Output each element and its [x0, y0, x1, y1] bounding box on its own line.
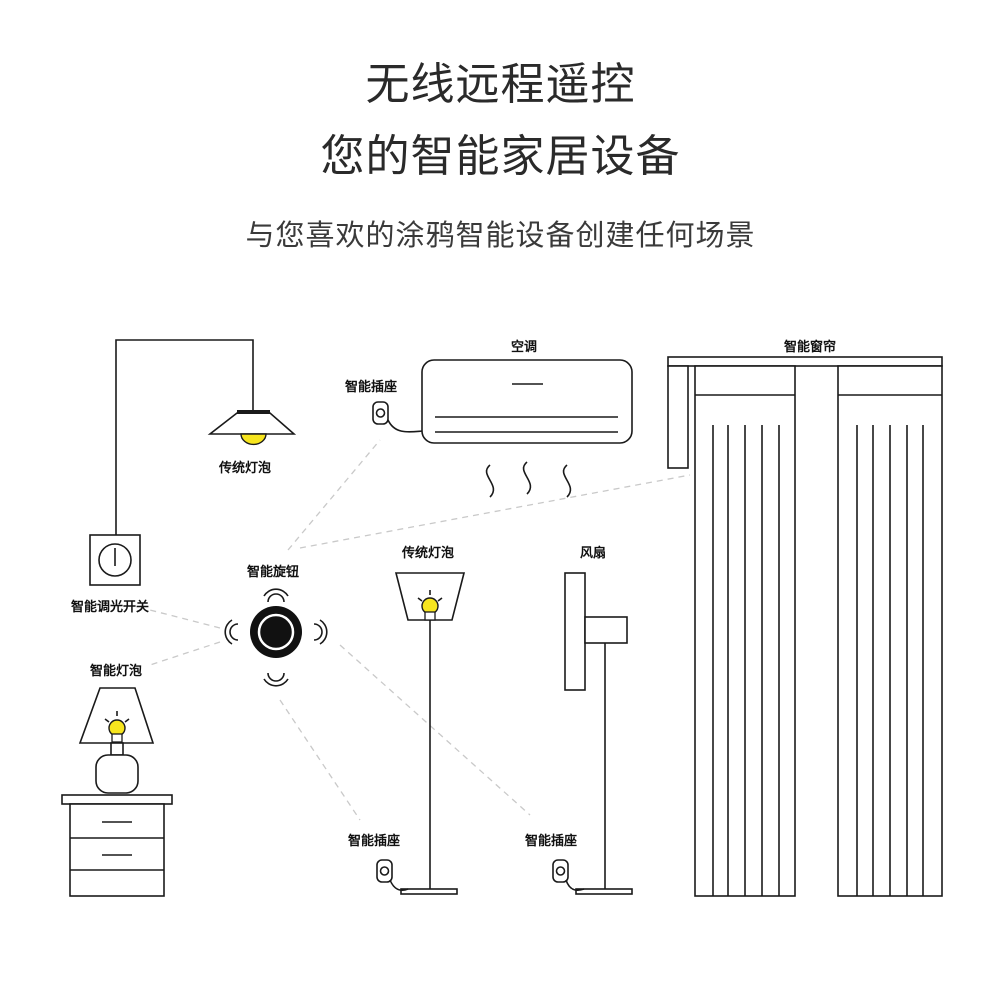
title-line-1: 无线远程遥控 — [365, 59, 636, 110]
label-smart-knob: 智能旋钮 — [247, 565, 300, 580]
subtitle: 与您喜欢的涂鸦智能设备创建任何场景 — [245, 218, 756, 252]
air-conditioner-icon — [421, 359, 633, 498]
pendant-lamp — [115, 339, 297, 535]
label-smart-bulb: 智能灯泡 — [90, 664, 143, 679]
smart-knob-icon — [224, 588, 328, 687]
label-traditional-bulb-floor: 传统灯泡 — [402, 546, 455, 561]
label-smart-plug-fan: 智能插座 — [525, 834, 578, 849]
nightstand-icon — [61, 794, 173, 897]
signal-lines — [149, 439, 691, 821]
label-smart-plug-lamp: 智能插座 — [348, 834, 401, 849]
smart-plug-fan-icon — [552, 859, 585, 891]
floor-lamp-icon — [394, 572, 466, 895]
smart-plug-ac-icon — [372, 401, 424, 433]
label-fan: 风扇 — [580, 546, 607, 561]
title-line-2: 您的智能家居设备 — [320, 131, 681, 182]
label-smart-curtain: 智能窗帘 — [784, 340, 837, 355]
smart-curtain-icon — [667, 356, 943, 897]
label-traditional-bulb-pendant: 传统灯泡 — [219, 461, 272, 476]
label-air-conditioner: 空调 — [511, 340, 538, 355]
fan-icon — [564, 572, 633, 895]
label-smart-dimmer-switch: 智能调光开关 — [71, 600, 150, 615]
smart-table-lamp-icon — [78, 687, 155, 794]
dimmer-switch-icon — [89, 534, 141, 586]
smart-plug-lamp-icon — [376, 859, 409, 891]
label-smart-plug-ac: 智能插座 — [345, 380, 398, 395]
